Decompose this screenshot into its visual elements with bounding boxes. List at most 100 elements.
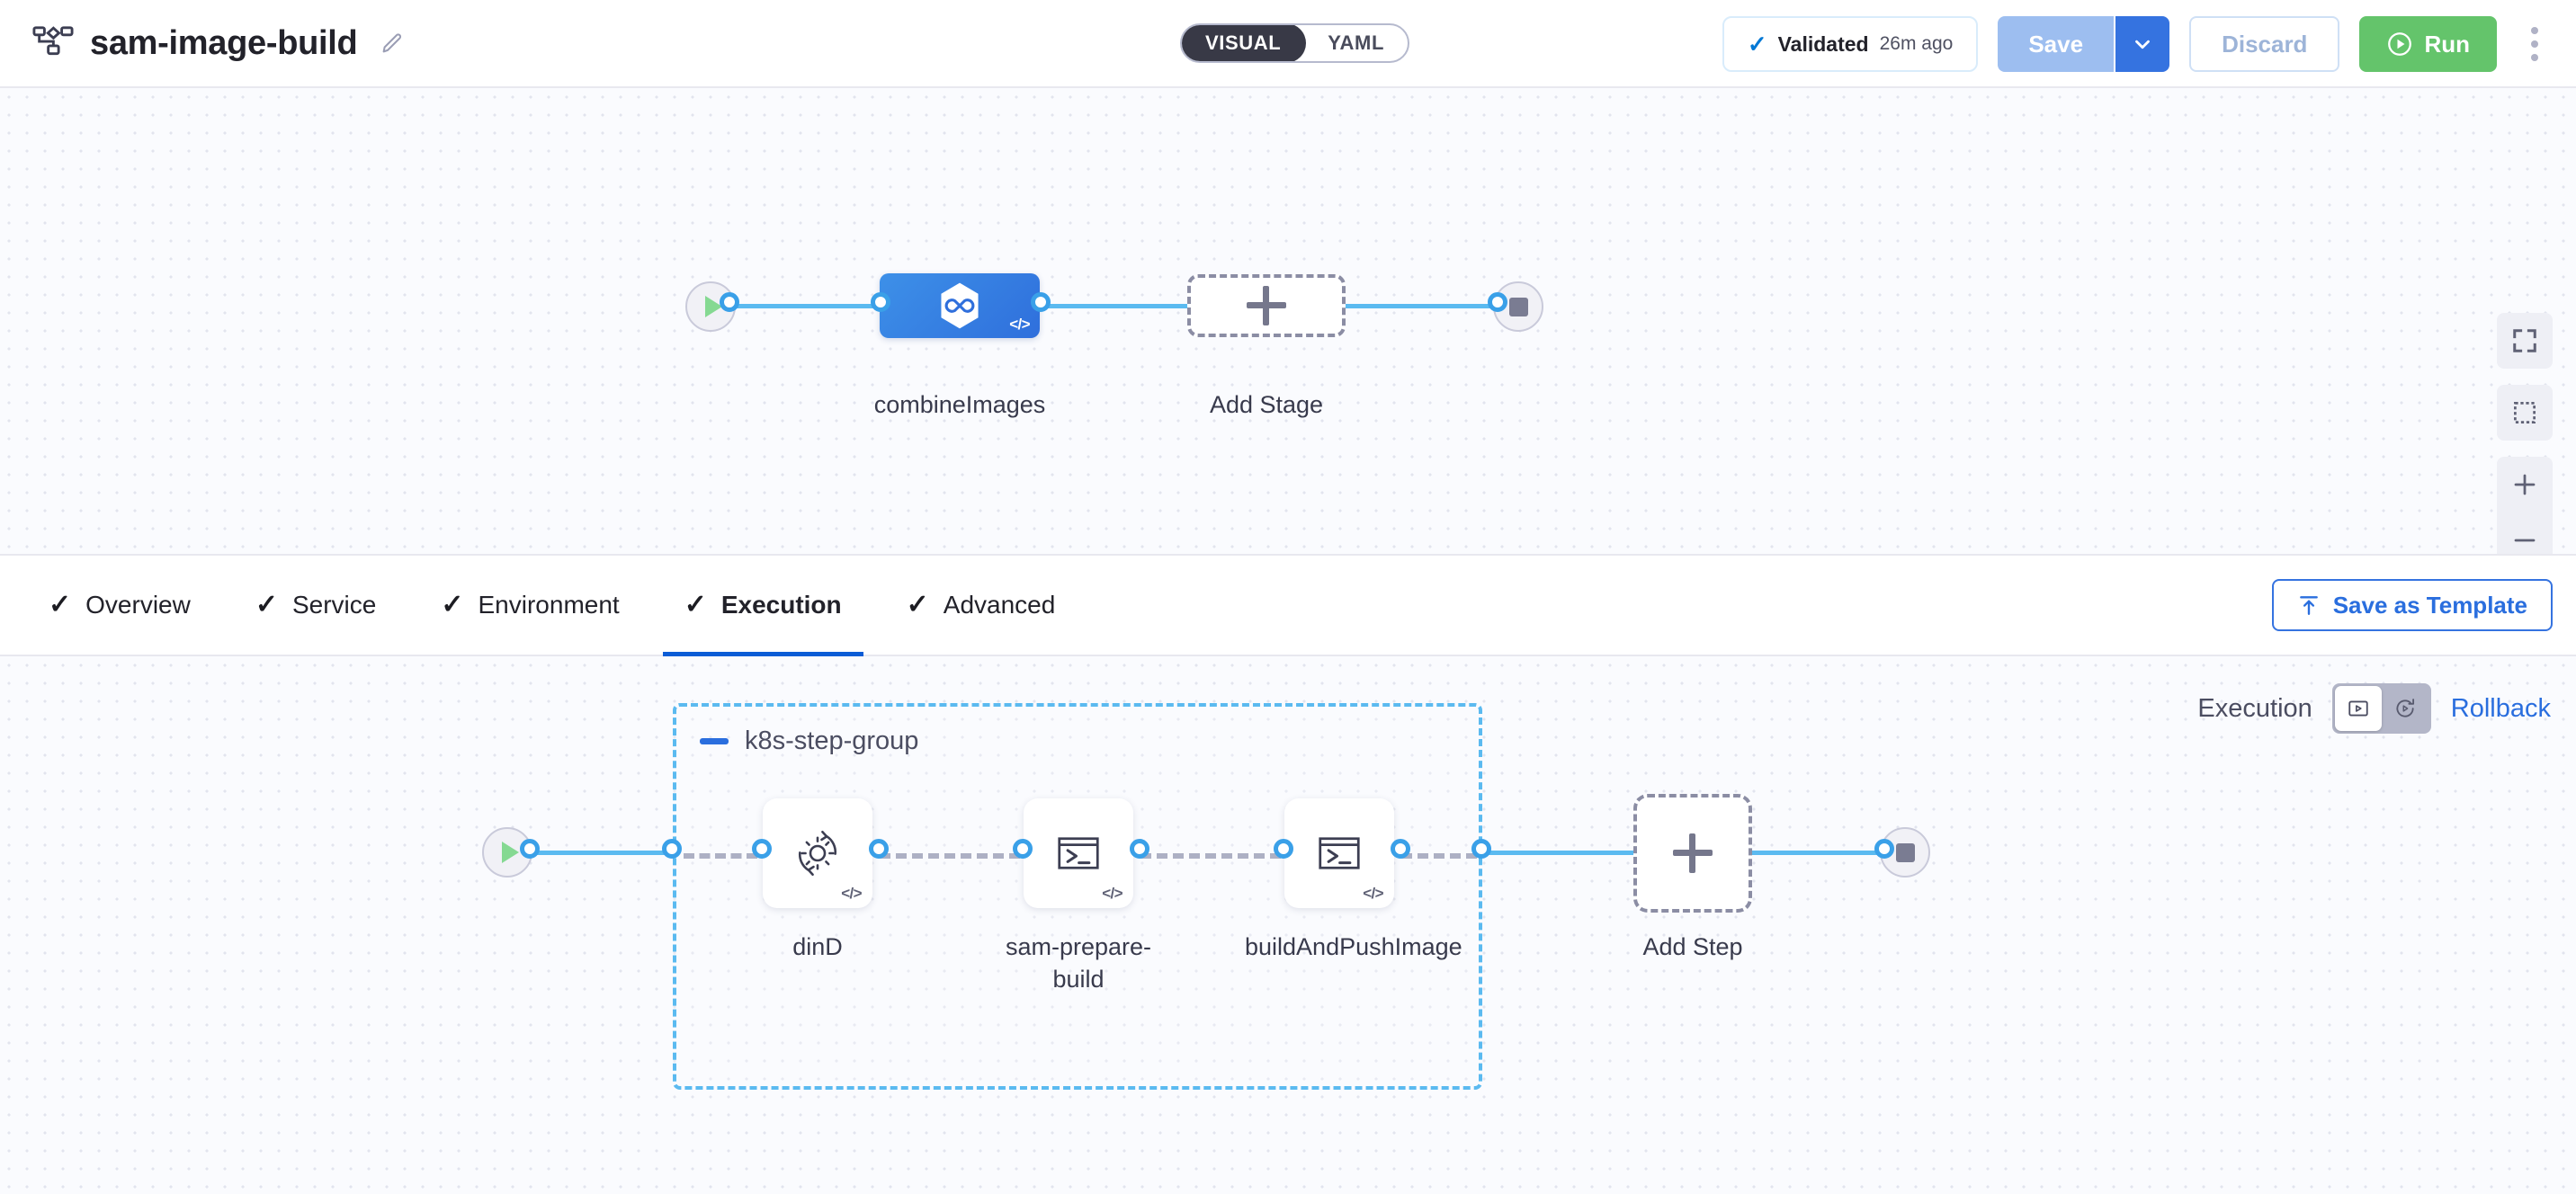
check-icon: ✓ <box>684 590 707 619</box>
step-label-dind: dinD <box>792 933 843 960</box>
toggle-visual[interactable]: VISUAL <box>1182 25 1307 61</box>
tab-label: Execution <box>720 591 842 619</box>
toggle-yaml[interactable]: YAML <box>1328 31 1384 54</box>
stage-output-port[interactable] <box>1031 292 1051 312</box>
stop-icon <box>1895 842 1915 862</box>
step-buildandpushimage-output-port[interactable] <box>1391 839 1410 859</box>
check-icon: ✓ <box>255 590 278 619</box>
execution-toggle-button[interactable] <box>2334 686 2382 731</box>
execution-play-box-icon <box>2348 700 2368 717</box>
rollback-circular-icon <box>2396 699 2414 717</box>
add-step-button[interactable] <box>1633 794 1752 913</box>
step-code-badge: </> <box>841 885 862 902</box>
add-stage-button[interactable] <box>1187 274 1346 337</box>
kebab-dot <box>2531 54 2538 61</box>
tab-overview[interactable]: ✓ Overview <box>16 555 223 655</box>
step-card[interactable]: </> <box>763 798 872 908</box>
step-group-output-port[interactable] <box>1471 839 1491 859</box>
step-card[interactable]: </> <box>1024 798 1133 908</box>
steps-start-output-port[interactable] <box>520 839 540 859</box>
add-stage-node[interactable] <box>1187 274 1346 337</box>
kebab-menu-icon[interactable] <box>2517 27 2553 61</box>
tab-execution[interactable]: ✓ Execution <box>652 555 874 657</box>
play-icon <box>704 296 722 317</box>
step-code-badge: </> <box>1363 885 1383 902</box>
check-icon: ✓ <box>906 590 929 619</box>
stage-node-combineimages[interactable]: </> <box>880 273 1040 338</box>
save-as-template-button[interactable]: Save as Template <box>2271 579 2553 631</box>
upload-template-icon <box>2299 596 2318 615</box>
stop-icon <box>1508 297 1528 316</box>
step-buildandpushimage-input-port[interactable] <box>1274 839 1293 859</box>
step-node-sam-prepare-build[interactable]: </> <box>1024 798 1133 908</box>
zoom-out-button[interactable] <box>2497 512 2553 568</box>
app-header: sam-image-build VISUAL YAML ✓ Validated … <box>0 0 2576 88</box>
harness-hexagon-icon <box>941 282 979 329</box>
step-node-dind[interactable]: </> <box>763 798 872 908</box>
edge-addstage-to-end <box>1346 304 1504 308</box>
step-dind-input-port[interactable] <box>752 839 772 859</box>
edge-group-to-addstep <box>1482 851 1633 855</box>
pencil-icon[interactable] <box>379 30 406 57</box>
check-icon: ✓ <box>1747 31 1767 58</box>
tab-label: Advanced <box>943 591 1056 619</box>
status-badge: ✓ Validated 26m ago <box>1722 16 1979 72</box>
discard-button[interactable]: Discard <box>2189 16 2340 72</box>
execution-steps-canvas[interactable]: Execution Rollback k8s-step-group <box>0 656 2576 1194</box>
pipeline-nodes-icon <box>32 26 74 56</box>
minus-icon[interactable] <box>700 738 729 744</box>
step-group-header[interactable]: k8s-step-group <box>700 726 918 756</box>
step-dind-output-port[interactable] <box>869 839 889 859</box>
edge-step2-to-step3 <box>1140 853 1281 859</box>
check-icon: ✓ <box>441 590 464 619</box>
edge-addstep-to-end <box>1752 851 1891 855</box>
header-left-group: sam-image-build <box>0 22 406 64</box>
stage-input-port[interactable] <box>871 292 890 312</box>
tab-environment[interactable]: ✓ Environment <box>408 555 651 655</box>
execution-label: Execution <box>2197 693 2312 723</box>
save-button-group[interactable]: Save <box>1998 16 2170 72</box>
mode-toggle[interactable]: VISUAL YAML <box>1180 23 1409 63</box>
step-code-badge: </> <box>1102 885 1123 902</box>
edge-step1-to-step2 <box>880 853 1020 859</box>
play-icon <box>501 842 519 863</box>
stage-canvas[interactable]: </> combineImages Add Stage <box>0 88 2576 568</box>
step-sam-prepare-build-output-port[interactable] <box>1130 839 1149 859</box>
selection-box-button[interactable] <box>2497 385 2553 441</box>
canvas-controls[interactable] <box>2497 313 2553 568</box>
step-card[interactable]: </> <box>1284 798 1394 908</box>
save-dropdown-button[interactable] <box>2114 16 2170 72</box>
validated-timestamp: 26m ago <box>1879 33 1954 54</box>
zoom-controls[interactable] <box>2497 457 2553 568</box>
edge-start-to-group <box>527 851 671 855</box>
save-button[interactable]: Save <box>1998 16 2115 72</box>
run-button[interactable]: Run <box>2359 16 2497 72</box>
zoom-in-button[interactable] <box>2497 457 2553 512</box>
add-step-node[interactable] <box>1633 794 1752 913</box>
rollback-toggle-button[interactable] <box>2382 686 2428 731</box>
stage-card[interactable]: </> <box>880 273 1040 338</box>
fit-to-screen-button[interactable] <box>2497 313 2553 369</box>
step-node-buildandpushimage[interactable]: </> <box>1284 798 1394 908</box>
zoom-out-icon <box>2514 539 2536 542</box>
terminal-icon <box>1319 837 1360 869</box>
edge-group-to-step1 <box>684 853 757 859</box>
tab-service[interactable]: ✓ Service <box>223 555 409 655</box>
zoom-in-icon <box>2514 474 2536 495</box>
edge-start-to-stage <box>727 304 880 308</box>
end-input-port[interactable] <box>1488 292 1507 312</box>
kebab-dot <box>2531 27 2538 34</box>
step-sam-prepare-build-input-port[interactable] <box>1013 839 1033 859</box>
start-output-port[interactable] <box>720 292 739 312</box>
step-group-input-port[interactable] <box>662 839 682 859</box>
rollback-link[interactable]: Rollback <box>2450 693 2551 723</box>
stage-code-badge: </> <box>1009 316 1030 333</box>
stage-config-tabbar: ✓ Overview ✓ Service ✓ Environment ✓ Exe… <box>0 554 2576 657</box>
tab-advanced[interactable]: ✓ Advanced <box>874 555 1088 655</box>
steps-end-input-port[interactable] <box>1874 839 1894 859</box>
step-label-sam-prepare-build: sam-prepare-build <box>1005 933 1152 994</box>
chevron-down-icon <box>2135 40 2150 49</box>
step-group-title: k8s-step-group <box>745 726 919 755</box>
selection-box-icon <box>2514 402 2536 423</box>
execution-rollback-toggle[interactable] <box>2331 683 2431 734</box>
